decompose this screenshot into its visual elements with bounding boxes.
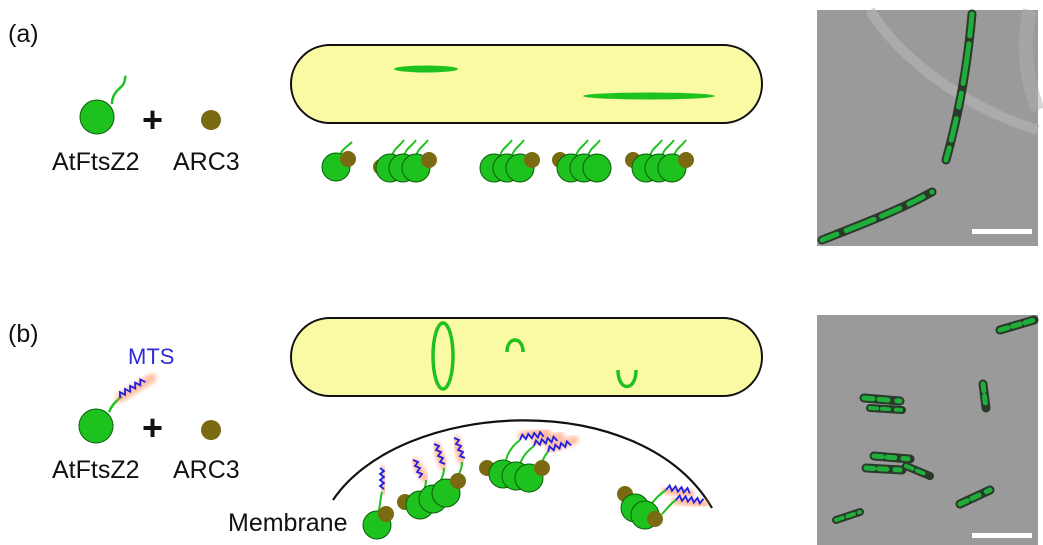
ftsz-filament-short (394, 66, 458, 73)
panel-a-complexes (322, 140, 694, 182)
ftsz-filament-long (583, 93, 715, 100)
panel-b-ftsz-mts-icon (79, 378, 152, 443)
ftsz-arc3-complex (322, 142, 356, 181)
panel-a-arc3-icon (201, 110, 221, 130)
ftsz-mts-complex (479, 432, 574, 492)
scale-bar (972, 533, 1032, 538)
panel-a-cell (291, 45, 762, 123)
panel-a-ftsz-monomer-icon (80, 76, 126, 134)
ftsz-arc3-complex (480, 140, 540, 182)
panel-b-micrograph (817, 315, 1038, 545)
ftsz-mts-complex (363, 468, 394, 539)
ftsz-arc3-complex (625, 140, 694, 182)
scale-bar (972, 229, 1032, 234)
ftsz-arc3-complex (552, 140, 611, 182)
panel-b-arc3-icon (201, 420, 221, 440)
ftsz-mts-complex (617, 485, 704, 529)
panel-b-complexes (363, 432, 704, 539)
ftsz-arc3-complex (373, 140, 437, 182)
ftsz-mts-complex (397, 438, 466, 519)
panel-a-micrograph (817, 10, 1038, 246)
panel-b-cell (291, 318, 762, 396)
